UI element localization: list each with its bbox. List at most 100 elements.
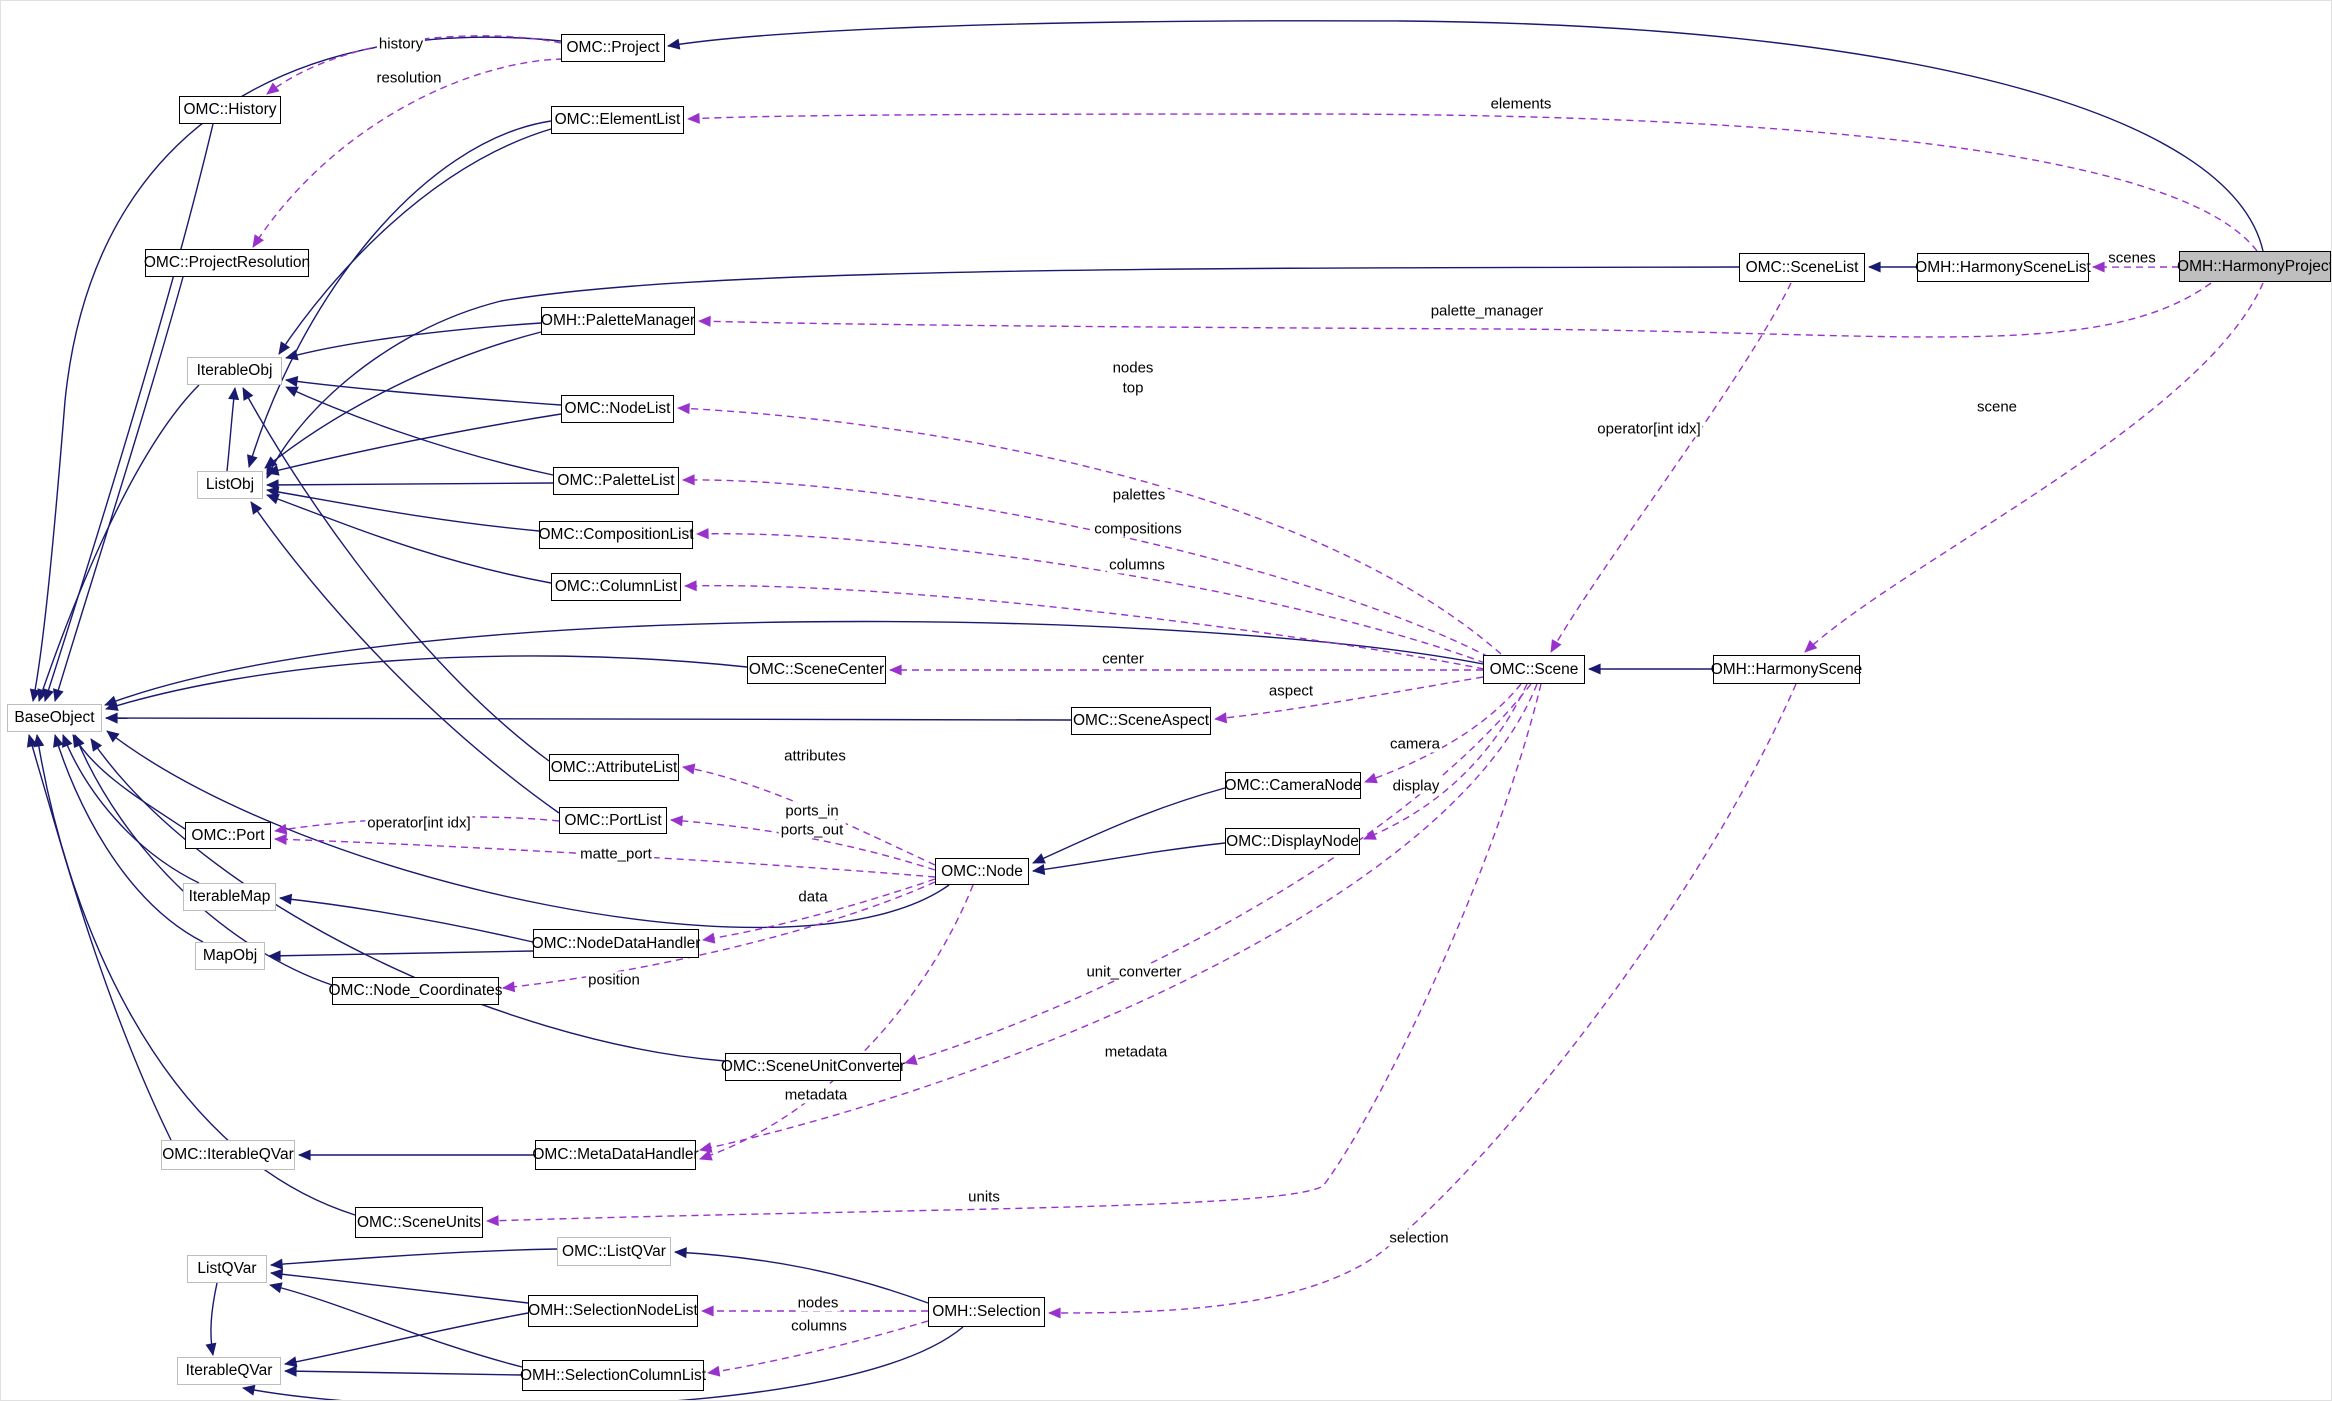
edge-usage-harmonyproject-to-harmonyscene (1804, 282, 2264, 653)
edge-usage-scene-to-nodelist (676, 403, 1502, 655)
edge-inheritance-displaynode-to-node (1032, 842, 1226, 875)
class-node-elementlist[interactable]: OMC::ElementList (551, 106, 684, 134)
edge-inheritance-selectionnodelist-to-iterableqvar (284, 1312, 529, 1368)
class-node-iterableobj: IterableObj (187, 357, 282, 385)
edge-inheritance-palettemanager-to-listobj (264, 331, 542, 469)
class-node-harmonyscenelist[interactable]: OMH::HarmonySceneList (1915, 253, 2091, 282)
edge-usage-scene-to-compositionlist (695, 528, 1486, 664)
edge-inheritance-palettelist-to-iterableobj (285, 386, 554, 476)
class-node-nodelist[interactable]: OMC::NodeList (561, 395, 674, 423)
edge-label-project-projectresolution-0: resolution (374, 69, 444, 87)
edge-inheritance-scenelist-to-listobj (266, 266, 1740, 479)
edge-inheritance-selectioncolumnlist-to-iterableqvar (283, 1365, 523, 1377)
class-node-portlist[interactable]: OMC::PortList (559, 807, 667, 834)
class-node-node[interactable]: OMC::Node (935, 858, 1029, 885)
edge-inheritance-sceneaspect-to-baseobject (104, 712, 1072, 724)
edge-usage-scene-to-displaynode (1363, 683, 1528, 840)
class-node-sceneunits[interactable]: OMC::SceneUnits (355, 1207, 483, 1238)
class-node-port[interactable]: OMC::Port (185, 822, 271, 849)
edge-label-scene-palettelist-0: palettes (1110, 486, 1168, 504)
edge-usage-project-to-projectresolution (252, 58, 564, 248)
edge-label-node-nodedatahandler-0: data (796, 888, 830, 906)
class-node-sceneunitconverter[interactable]: OMC::SceneUnitConverter (721, 1053, 905, 1081)
class-node-cameranode[interactable]: OMC::CameraNode (1225, 772, 1361, 799)
class-node-columnlist[interactable]: OMC::ColumnList (551, 573, 681, 601)
edge-inheritance-sceneunits-to-baseobject (33, 734, 356, 1216)
class-node-selection[interactable]: OMH::Selection (928, 1297, 1045, 1327)
edge-inheritance-selection-to-listqvar_omc (673, 1247, 929, 1304)
edge-usage-scene-to-sceneunitconverter (904, 683, 1532, 1065)
edge-inheritance-elementlist-to-iterableobj (278, 128, 552, 355)
class-node-scene[interactable]: OMC::Scene (1483, 655, 1585, 684)
edge-inheritance-palettemanager-to-iterableobj (285, 322, 542, 361)
edge-inheritance-sceneunitconverter-to-baseobject (90, 738, 726, 1062)
edge-inheritance-attributelist-to-iterableobj (242, 387, 550, 762)
edge-inheritance-compositionlist-to-listobj (266, 486, 540, 532)
edge-inheritance-selection-to-iterableqvar (242, 1326, 964, 1400)
edge-usage-harmonyscene-to-selection (1047, 683, 1797, 1319)
edge-inheritance-palettelist-to-listobj (265, 479, 554, 491)
class-node-history[interactable]: OMC::History (179, 96, 281, 124)
edge-usage-scene-to-cameranode (1364, 683, 1522, 784)
edge-inheritance-portlist-to-listobj (250, 501, 560, 814)
edge-label-portlist-port-0: operator[int idx] (365, 814, 473, 832)
edge-inheritance-harmonyproject-to-project (667, 20, 2264, 252)
edge-label-harmonyproject-elementlist-0: elements (1488, 95, 1554, 113)
class-node-nodedatahandler[interactable]: OMC::NodeDataHandler (532, 929, 700, 958)
class-node-compositionlist[interactable]: OMC::CompositionList (538, 521, 694, 549)
edge-label-scene-sceneunits-0: units (966, 1188, 1002, 1206)
edge-usage-scene-to-metadatahandler (699, 683, 1538, 1153)
edge-inheritance-listqvar-to-iterableqvar (205, 1282, 218, 1356)
class-node-project[interactable]: OMC::Project (561, 34, 665, 62)
class-node-harmonyproject[interactable]: OMH::HarmonyProject (2177, 251, 2331, 282)
edge-label-selection-selectioncolumnlist-0: columns (789, 1317, 849, 1335)
class-node-palettemanager[interactable]: OMH::PaletteManager (541, 307, 695, 335)
edge-label-scene-nodelist-1: top (1120, 379, 1146, 397)
class-node-listqvar_omc: OMC::ListQVar (557, 1237, 671, 1266)
class-node-scenecenter[interactable]: OMC::SceneCenter (747, 656, 886, 684)
class-node-palettelist[interactable]: OMC::PaletteList (553, 467, 679, 495)
edge-inheritance-nodedatahandler-to-iterablemap (278, 893, 534, 943)
class-node-projectresolution[interactable]: OMC::ProjectResolution (144, 249, 310, 277)
edge-inheritance-cameranode-to-node (1032, 787, 1226, 864)
class-node-mapobj: MapObj (195, 942, 265, 970)
edge-usage-selection-to-selectioncolumnlist (707, 1320, 929, 1377)
edge-inheritance-mapobj-to-baseobject (53, 734, 204, 943)
edge-inheritance-selectionnodelist-to-listqvar (269, 1268, 529, 1304)
class-node-iterableqvar_omc: OMC::IterableQVar (161, 1140, 295, 1170)
edge-label-harmonyproject-harmonyscenelist-0: scenes (2106, 249, 2158, 267)
edge-inheritance-elementlist-to-listobj (247, 120, 552, 468)
class-node-iterablemap: IterableMap (183, 883, 276, 911)
class-node-nodecoordinates[interactable]: OMC::Node_Coordinates (328, 977, 503, 1005)
edge-usage-node-to-metadatahandler (699, 884, 974, 1161)
edge-usage-node-to-nodedatahandler (702, 878, 936, 944)
edge-inheritance-columnlist-to-listobj (266, 493, 552, 584)
edge-label-scene-nodelist-0: nodes (1110, 359, 1156, 377)
edge-label-scene-sceneaspect-0: aspect (1266, 682, 1316, 700)
class-node-metadatahandler[interactable]: OMC::MetaDataHandler (532, 1140, 699, 1170)
edge-inheritance-nodedatahandler-to-mapobj (267, 950, 534, 962)
edge-inheritance-iterableqvar_omc-to-baseobject (26, 734, 172, 1141)
class-node-selectioncolumnlist[interactable]: OMH::SelectionColumnList (520, 1360, 706, 1391)
class-node-baseobject: BaseObject (7, 704, 102, 732)
edge-label-scene-cameranode-0: camera (1387, 735, 1443, 753)
edge-label-project-history-0: history (376, 35, 426, 53)
edge-inheritance-projectresolution-to-baseobject (53, 276, 184, 702)
edge-inheritance-iterablemap-to-baseobject (62, 734, 200, 884)
edge-label-node-portlist-0: ports_in (783, 802, 841, 820)
edge-inheritance-listobj-to-iterableobj (226, 386, 240, 472)
class-node-harmonyscene[interactable]: OMH::HarmonyScene (1711, 655, 1862, 684)
edge-label-scene-metadatahandler-0: metadata (1102, 1043, 1170, 1061)
class-node-displaynode[interactable]: OMC::DisplayNode (1225, 828, 1360, 855)
class-node-sceneaspect[interactable]: OMC::SceneAspect (1071, 707, 1211, 735)
edge-label-scene-sceneunitconverter-0: unit_converter (1084, 963, 1184, 981)
edge-usage-harmonyproject-to-elementlist (686, 112, 2258, 252)
edge-usage-node-to-nodecoordinates (501, 881, 936, 993)
edge-label-scene-compositionlist-0: compositions (1092, 520, 1184, 538)
class-node-scenelist[interactable]: OMC::SceneList (1739, 253, 1865, 282)
class-node-attributelist[interactable]: OMC::AttributeList (549, 754, 679, 781)
class-node-selectionnodelist[interactable]: OMH::SelectionNodeList (528, 1295, 698, 1327)
edge-usage-scene-to-sceneunits (485, 683, 1542, 1227)
edge-usage-scene-to-columnlist (683, 580, 1485, 670)
